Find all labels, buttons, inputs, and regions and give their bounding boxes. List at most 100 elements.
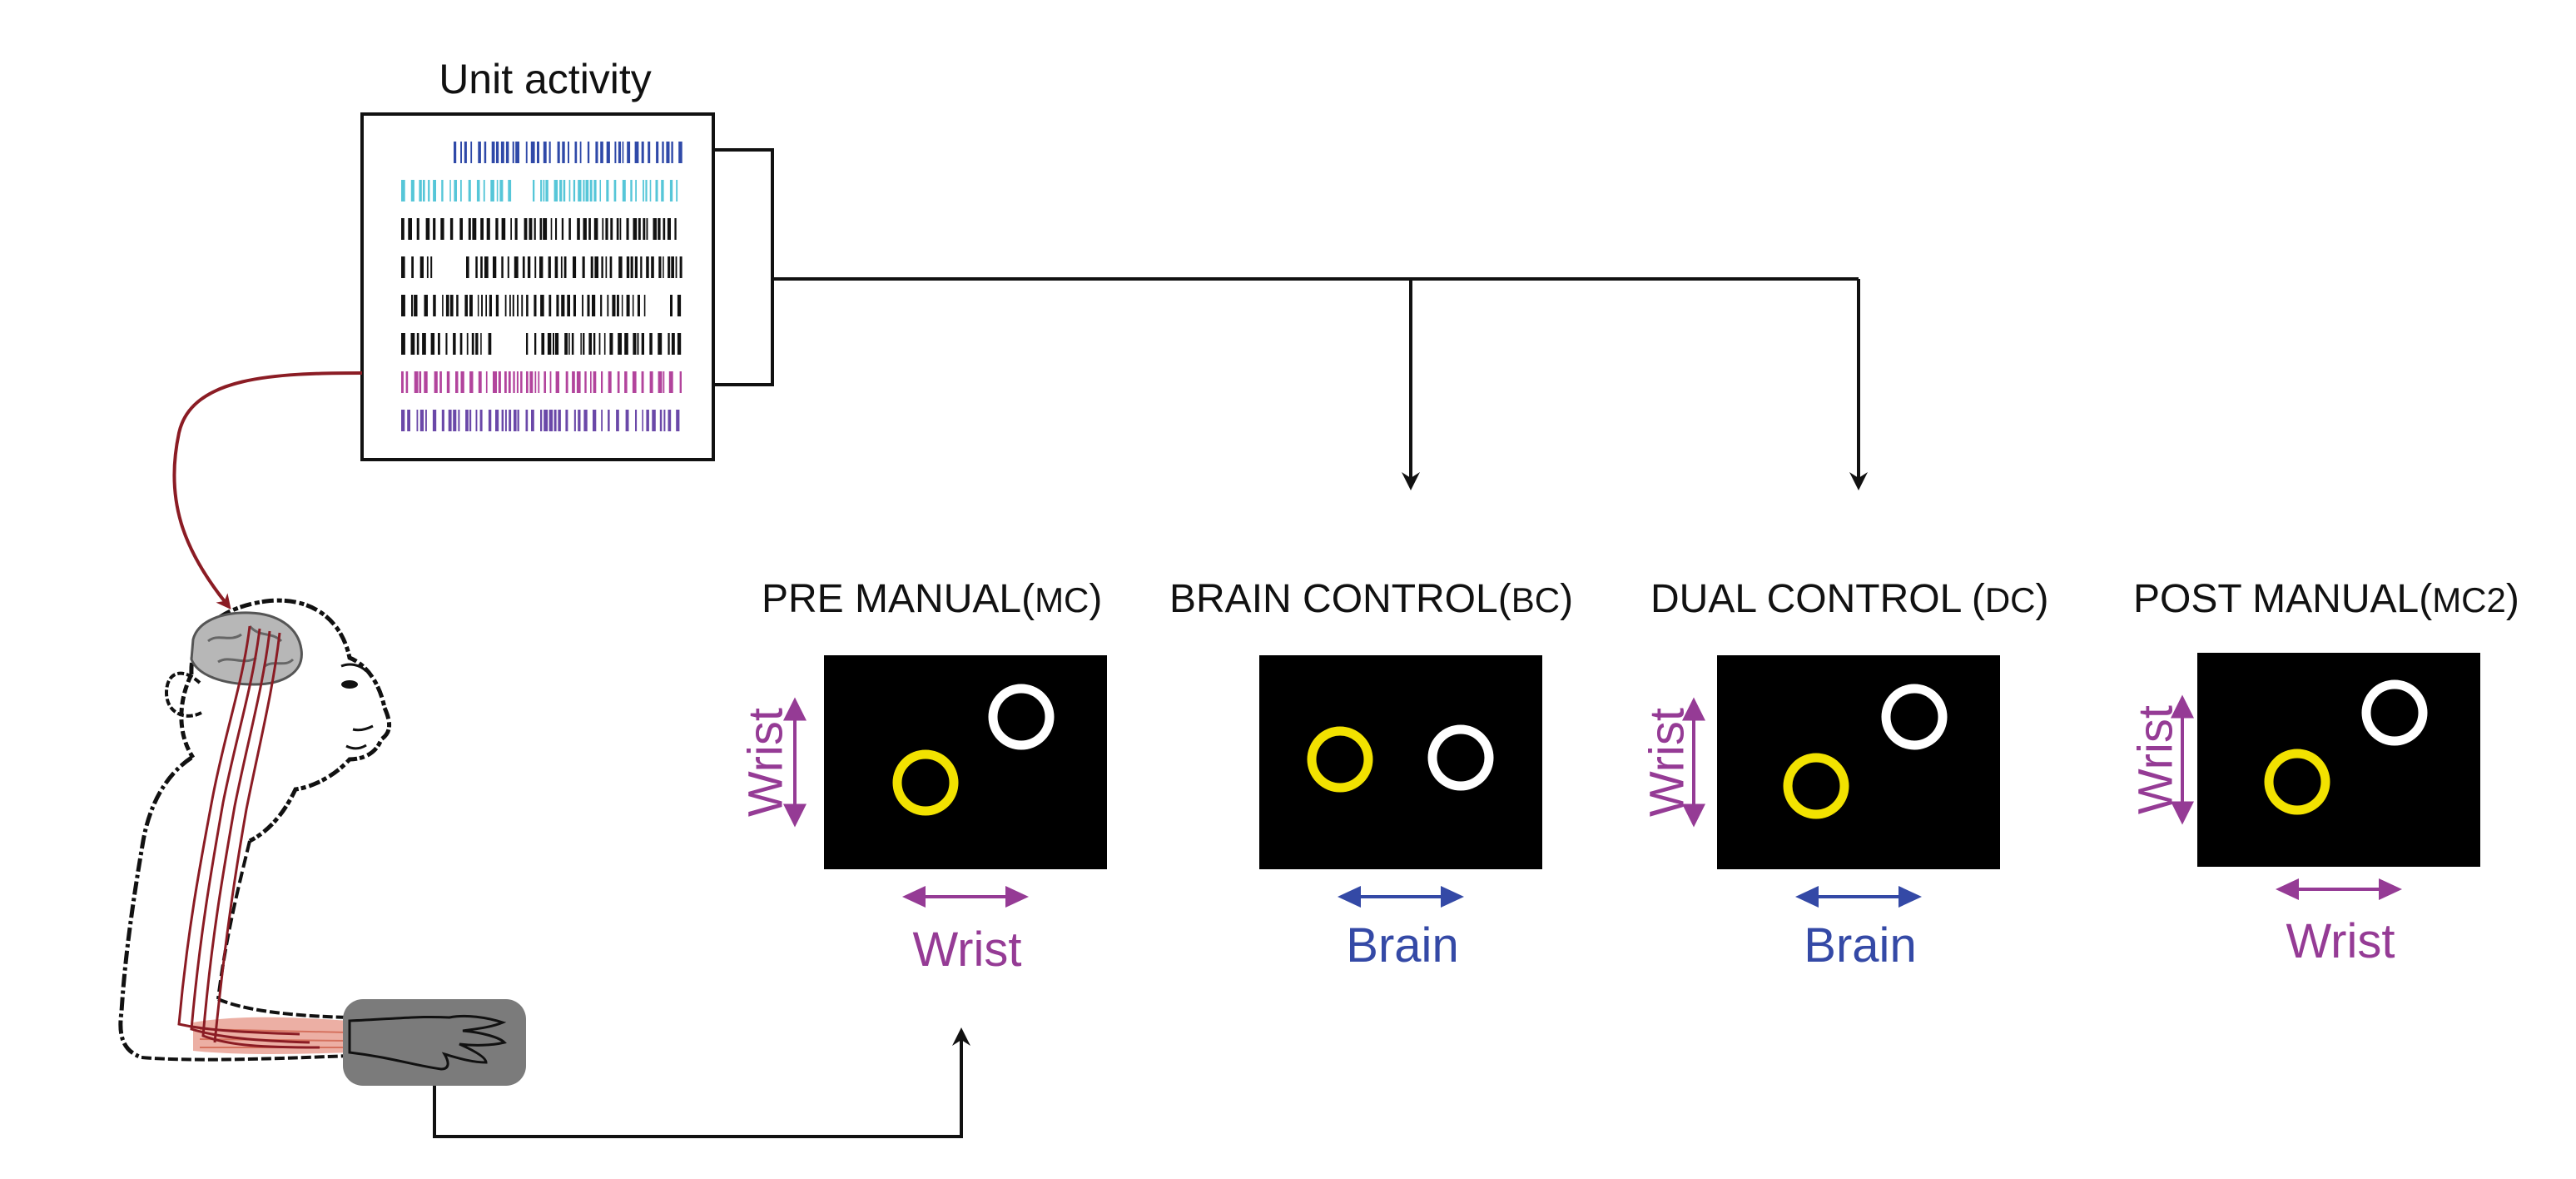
spike xyxy=(498,371,501,393)
spike xyxy=(554,256,558,278)
spike xyxy=(424,295,428,316)
spike xyxy=(495,410,499,431)
spike xyxy=(442,295,444,316)
spike xyxy=(491,142,495,163)
spike xyxy=(573,256,577,278)
spike xyxy=(543,218,548,240)
spike xyxy=(561,295,565,316)
spike xyxy=(484,256,489,278)
horizontal-axis-label: Brain xyxy=(1346,918,1458,973)
spike xyxy=(616,218,619,240)
monkey-eye xyxy=(341,680,358,689)
horizontal-arrowhead-left xyxy=(902,886,926,908)
spike-train-row xyxy=(401,410,680,431)
spike xyxy=(548,142,551,163)
spike xyxy=(601,410,603,431)
spike xyxy=(663,410,666,431)
spike xyxy=(501,410,504,431)
spike xyxy=(434,371,438,393)
panel-abbr-open: ( xyxy=(2419,577,2432,621)
spike xyxy=(651,256,654,278)
spike xyxy=(632,371,637,393)
spike xyxy=(445,295,449,316)
unit-activity-panel: Unit activity xyxy=(360,56,774,461)
spike xyxy=(553,410,557,431)
spike xyxy=(616,410,619,431)
spike xyxy=(515,142,519,163)
spike xyxy=(621,295,623,316)
panel-title: DUAL CONTROL (DC) xyxy=(1650,577,2048,621)
spike xyxy=(516,371,519,393)
spike xyxy=(668,256,671,278)
spike xyxy=(416,333,419,355)
spike xyxy=(579,142,582,163)
spike xyxy=(512,295,514,316)
spike xyxy=(598,333,601,355)
horizontal-axis-label: Wrist xyxy=(2286,914,2395,968)
spike xyxy=(534,256,537,278)
spike xyxy=(401,180,405,201)
spike xyxy=(539,256,543,278)
spike xyxy=(438,333,440,355)
spike xyxy=(646,410,649,431)
spike xyxy=(578,410,581,431)
spike xyxy=(583,218,587,240)
spike xyxy=(529,218,533,240)
spike xyxy=(488,333,492,355)
raster-bracket xyxy=(713,148,774,386)
spike xyxy=(448,410,452,431)
spike xyxy=(425,410,427,431)
spike xyxy=(493,371,497,393)
spike xyxy=(419,410,424,431)
spike xyxy=(605,218,608,240)
spike xyxy=(419,256,424,278)
spike xyxy=(630,180,633,201)
spike xyxy=(401,371,404,393)
electrode-wire xyxy=(172,371,363,610)
spike-train-row xyxy=(454,142,682,163)
spike xyxy=(522,256,525,278)
spike xyxy=(547,333,552,355)
spike xyxy=(564,333,568,355)
spike xyxy=(517,295,519,316)
vertical-axis-label: Wrist xyxy=(2129,705,2183,814)
spike xyxy=(439,371,442,393)
spike xyxy=(548,410,553,431)
spike xyxy=(571,333,574,355)
spike xyxy=(671,333,675,355)
task-screen xyxy=(1259,655,1542,869)
spike xyxy=(484,142,487,163)
monkey-icon xyxy=(118,598,391,1062)
cursor-ring xyxy=(1881,684,1948,750)
spike xyxy=(593,180,597,201)
horizontal-arrowhead-right xyxy=(2379,878,2402,900)
spike xyxy=(679,256,682,278)
spike xyxy=(626,295,630,316)
panel-title: POST MANUAL(MC2) xyxy=(2133,577,2519,621)
spike xyxy=(649,371,653,393)
spike xyxy=(578,180,582,201)
spike xyxy=(633,333,637,355)
spike xyxy=(573,180,576,201)
spike xyxy=(565,410,568,431)
spike xyxy=(669,180,673,201)
spike xyxy=(414,371,419,393)
spike xyxy=(543,142,547,163)
spike xyxy=(410,180,414,201)
panel-title: PRE MANUAL(MC) xyxy=(762,577,1102,621)
spike xyxy=(593,371,597,393)
spike xyxy=(449,180,451,201)
spike xyxy=(425,218,430,240)
spike xyxy=(476,180,480,201)
spike xyxy=(428,180,430,201)
spike xyxy=(405,371,409,393)
spike xyxy=(553,180,558,201)
spike xyxy=(635,180,637,201)
spike xyxy=(433,295,436,316)
spike xyxy=(580,333,582,355)
electrode-lead-3 xyxy=(201,630,320,1049)
spike xyxy=(414,295,418,316)
spike xyxy=(441,180,444,201)
spike xyxy=(478,371,482,393)
